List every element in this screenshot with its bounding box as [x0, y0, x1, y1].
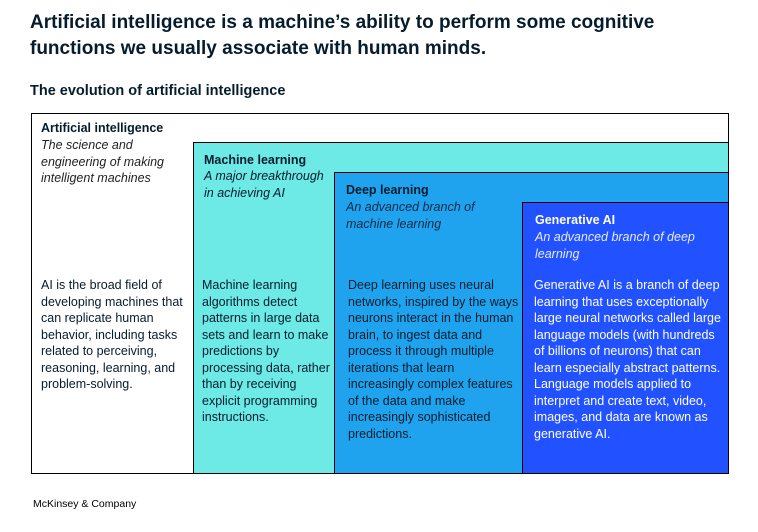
generative-ai-layer-description: Generative AI is a branch of deep learni… — [534, 278, 721, 441]
ai-layer-subtitle: The science and engineering of making in… — [41, 138, 164, 185]
machine-learning-layer-title: Machine learning — [204, 153, 307, 167]
deep-learning-layer-title: Deep learning — [346, 183, 429, 197]
deep-learning-layer-description: Deep learning uses neural networks, insp… — [348, 278, 519, 441]
deep-learning-layer-subtitle: An advanced branch of machine learning — [346, 200, 475, 231]
ai-layer-description: AI is the broad field of developing mach… — [41, 278, 183, 391]
ai-layer-title: Artificial intelligence — [41, 121, 164, 135]
footer-credit: McKinsey & Company — [33, 498, 137, 510]
generative-ai-layer-box — [522, 202, 729, 474]
machine-learning-layer-description: Machine learning algorithms detect patte… — [202, 278, 330, 424]
diagram-title: The evolution of artificial intelligence — [30, 83, 286, 99]
generative-ai-layer-subtitle: An advanced branch of deep learning — [535, 230, 695, 261]
generative-ai-layer-title: Generative AI — [535, 213, 616, 227]
headline: Artificial intelligence is a machine’s a… — [30, 12, 655, 59]
machine-learning-layer-subtitle: A major breakthrough in achieving AI — [204, 169, 324, 200]
